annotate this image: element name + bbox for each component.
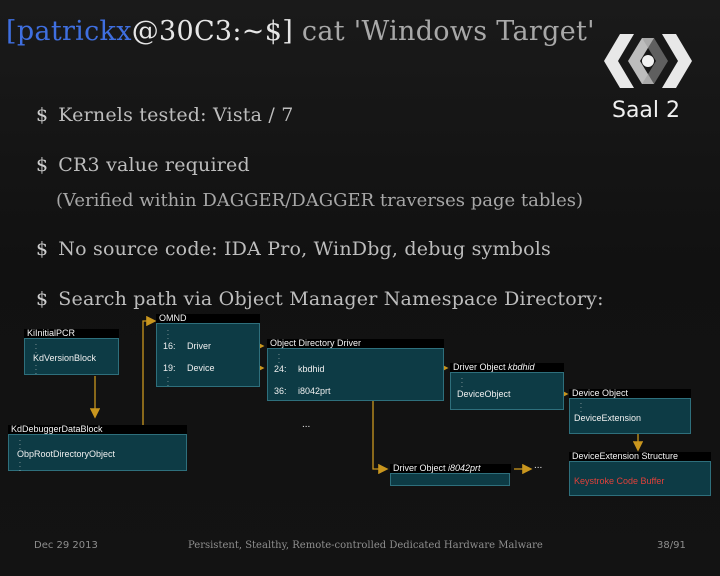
header-name: kbdhid [508,362,535,372]
bullet-marker: $ [36,154,49,176]
title-command: cat 'Windows Target' [293,16,595,47]
omnd-index-19: 19: [163,363,176,373]
ccc-logo-icon [604,34,692,88]
ellipsis-dots: ... [35,340,37,355]
objdir-entry-kbdhid: kbdhid [298,364,325,374]
omnd-entry-driver: Driver [187,341,211,351]
bullet-marker: $ [36,238,49,260]
deviceextension-header: DeviceExtension Structure [569,452,711,461]
kipcr-header: KiInitialPCR [24,329,119,338]
ellipsis-dots: ... [19,458,21,473]
bullet-marker: $ [36,288,49,310]
kddb-box: ... ObpRootDirectoryObject ... [8,434,187,473]
deviceobject-header: Device Object [569,389,691,398]
kipcr-box: ... KdVersionBlock ... [24,338,119,376]
slide-title: [patrickx@30C3:~$] cat 'Windows Target' [6,16,595,47]
i8042prt-driver-box [390,473,510,486]
bullet-cr3: $ CR3 value required [36,154,250,176]
arrow-root-to-omnd [142,315,157,448]
footer-page: 38/91 [657,540,686,551]
ellipsis-dots: ... [167,326,169,341]
deviceobject-field: DeviceObject [457,389,511,399]
ellipsis-dots: ... [167,373,169,388]
objdir-header: Object Directory Driver [267,339,444,348]
omnd-entry-device: Device [187,363,215,373]
title-host: @30C3:~$] [131,16,294,47]
deviceextension-box: Keystroke Code Buffer [569,461,711,496]
arrow-i8042-to-driverobj [358,390,389,475]
kbdhid-driver-header: Driver Object kbdhid [450,363,564,372]
footer-title: Persistent, Stealthy, Remote-controlled … [188,540,543,551]
bullet-kernels: $ Kernels tested: Vista / 7 [36,104,294,126]
bullet-source: $ No source code: IDA Pro, WinDbg, debug … [36,238,551,260]
objdir-entry-i8042prt: i8042prt [298,386,331,396]
i8042prt-driver-header: Driver Object i8042prt [390,464,511,473]
logo-label: Saal 2 [611,98,681,123]
objdir-more: ... [302,419,311,430]
title-user: [patrickx [6,16,132,47]
kbdhid-driver-box: ... DeviceObject [450,372,564,410]
bullet-text: CR3 value required [58,154,250,176]
ellipsis-dots: ... [461,374,463,389]
header-name: i8042prt [448,463,481,473]
keystroke-buffer-field: Keystroke Code Buffer [574,476,665,486]
deviceextension-field: DeviceExtension [574,413,642,423]
objdir-index-36: 36: [274,386,287,396]
bullet-marker: $ [36,104,49,126]
ellipsis-dots: ... [19,436,21,451]
i8042prt-more: ... [534,460,543,471]
kdversionblock-field: KdVersionBlock [33,353,97,363]
ellipsis-dots: ... [580,399,582,414]
bullet-search-path: $ Search path via Object Manager Namespac… [36,288,604,310]
header-prefix: Driver Object [393,463,449,473]
ellipsis-dots: ... [278,350,280,365]
footer-date: Dec 29 2013 [34,540,98,551]
omnd-header: OMND [156,314,260,323]
bullet-subtext: (Verified within DAGGER/DAGGER traverses… [56,190,584,211]
objdir-box: ... 24: kbdhid 36: i8042prt [267,348,444,401]
bullet-text: Kernels tested: Vista / 7 [58,104,294,126]
ellipsis-dots: ... [35,361,37,376]
bullet-text: Search path via Object Manager Namespace… [58,288,604,310]
omnd-index-16: 16: [163,341,176,351]
obproot-field: ObpRootDirectoryObject [17,449,116,459]
objdir-index-24: 24: [274,364,287,374]
kddb-header: KdDebuggerDataBlock [8,425,187,434]
header-prefix: Driver Object [453,362,509,372]
deviceobject-box: ... DeviceExtension [569,398,691,434]
omnd-box: ... 16: Driver 19: Device ... [156,323,260,388]
bullet-text: No source code: IDA Pro, WinDbg, debug s… [58,238,551,260]
